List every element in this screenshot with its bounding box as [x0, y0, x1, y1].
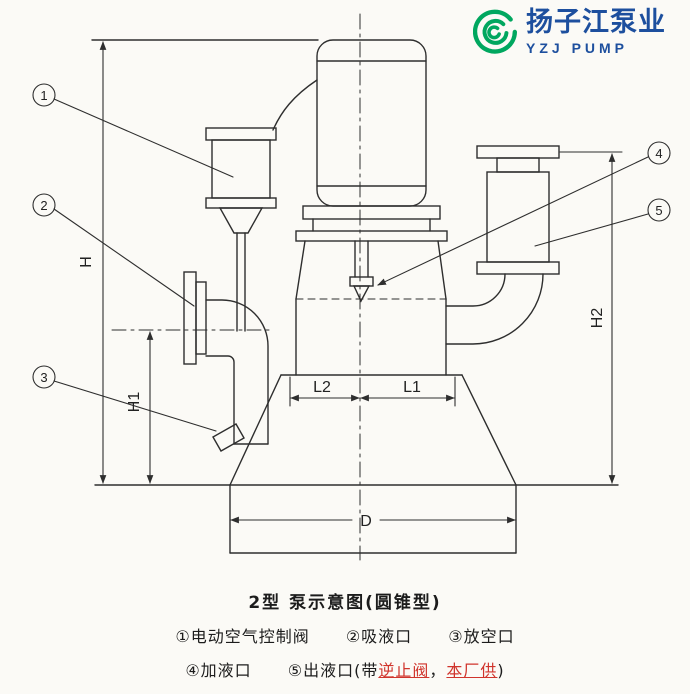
- legend-row-2: ④加液口 ⑤出液口(带逆止阀，本厂供): [0, 657, 690, 681]
- reference-lines: [91, 13, 619, 561]
- brand-name-cn: 扬子江泵业: [526, 7, 666, 38]
- pump-schematic-drawing: H H1 H2 L2 L1 D 1 2 3 4 5: [32, 13, 671, 561]
- callout-number-2: 2: [40, 198, 47, 213]
- dim-label-h1: H1: [126, 392, 143, 413]
- legend-item-5-suffix: ): [497, 661, 505, 680]
- outlet-body: [486, 171, 550, 263]
- callout-number-4: 4: [655, 146, 662, 161]
- legend-item-5-factory-supplied: 本厂供: [446, 661, 498, 680]
- brand-swirl-icon: [473, 9, 518, 54]
- dim-label-l1: L1: [403, 379, 421, 396]
- callout-bubble-3: [32, 365, 56, 389]
- lantern-plate: [295, 230, 448, 242]
- dimension-lines: [99, 41, 623, 524]
- legend-row-1: ①电动空气控制阀 ②吸液口 ③放空口: [0, 623, 690, 647]
- callout-number-5: 5: [655, 203, 662, 218]
- fill-port-fitting: [349, 276, 374, 287]
- callout-number-1: 1: [40, 88, 47, 103]
- brand-logo: 扬子江泵业 YZJ PUMP: [473, 8, 666, 56]
- dim-label-l2: L2: [313, 379, 331, 396]
- callout-bubble-4: [647, 141, 671, 165]
- callout-bubble-2: [32, 193, 56, 217]
- dim-label-h2: H2: [589, 308, 606, 329]
- cone-base: [229, 374, 517, 554]
- legend-item-5: ⑤出液口(带逆止阀，本厂供): [288, 661, 505, 680]
- legend-item-5-separator: ，: [429, 661, 447, 680]
- legend-item-3: ③放空口: [448, 627, 515, 646]
- dim-label-d: D: [360, 513, 372, 530]
- caption-block: 2型 泵示意图(圆锥型) ①电动空气控制阀 ②吸液口 ③放空口 ④加液口 ⑤出液…: [0, 588, 690, 681]
- brand-name-en: YZJ PUMP: [526, 39, 629, 56]
- pump-casing: [295, 240, 447, 376]
- legend-item-5-check-valve: 逆止阀: [378, 661, 430, 680]
- vent-valve: [212, 423, 245, 452]
- legend-item-5-prefix: ⑤出液口(带: [287, 661, 379, 680]
- suction-pipe: [111, 271, 271, 452]
- outlet-assembly: [445, 145, 560, 345]
- callout-number-3: 3: [40, 370, 47, 385]
- control-cable: [272, 79, 318, 131]
- air-control-valve: [205, 127, 277, 332]
- legend-item-4: ④加液口: [185, 661, 252, 680]
- diagram-title: 2型 泵示意图(圆锥型): [248, 593, 442, 613]
- legend-item-1: ①电动空气控制阀: [175, 627, 310, 646]
- motor-flange: [302, 205, 441, 220]
- brand-text: 扬子江泵业 YZJ PUMP: [526, 8, 666, 56]
- callout-leaders: [32, 83, 671, 432]
- dim-label-h: H: [78, 256, 95, 268]
- legend-item-2: ②吸液口: [345, 627, 413, 646]
- callout-bubble-1: [32, 83, 56, 107]
- suction-flange: [183, 271, 197, 365]
- callout-bubble-5: [647, 198, 671, 222]
- motor: [272, 39, 448, 242]
